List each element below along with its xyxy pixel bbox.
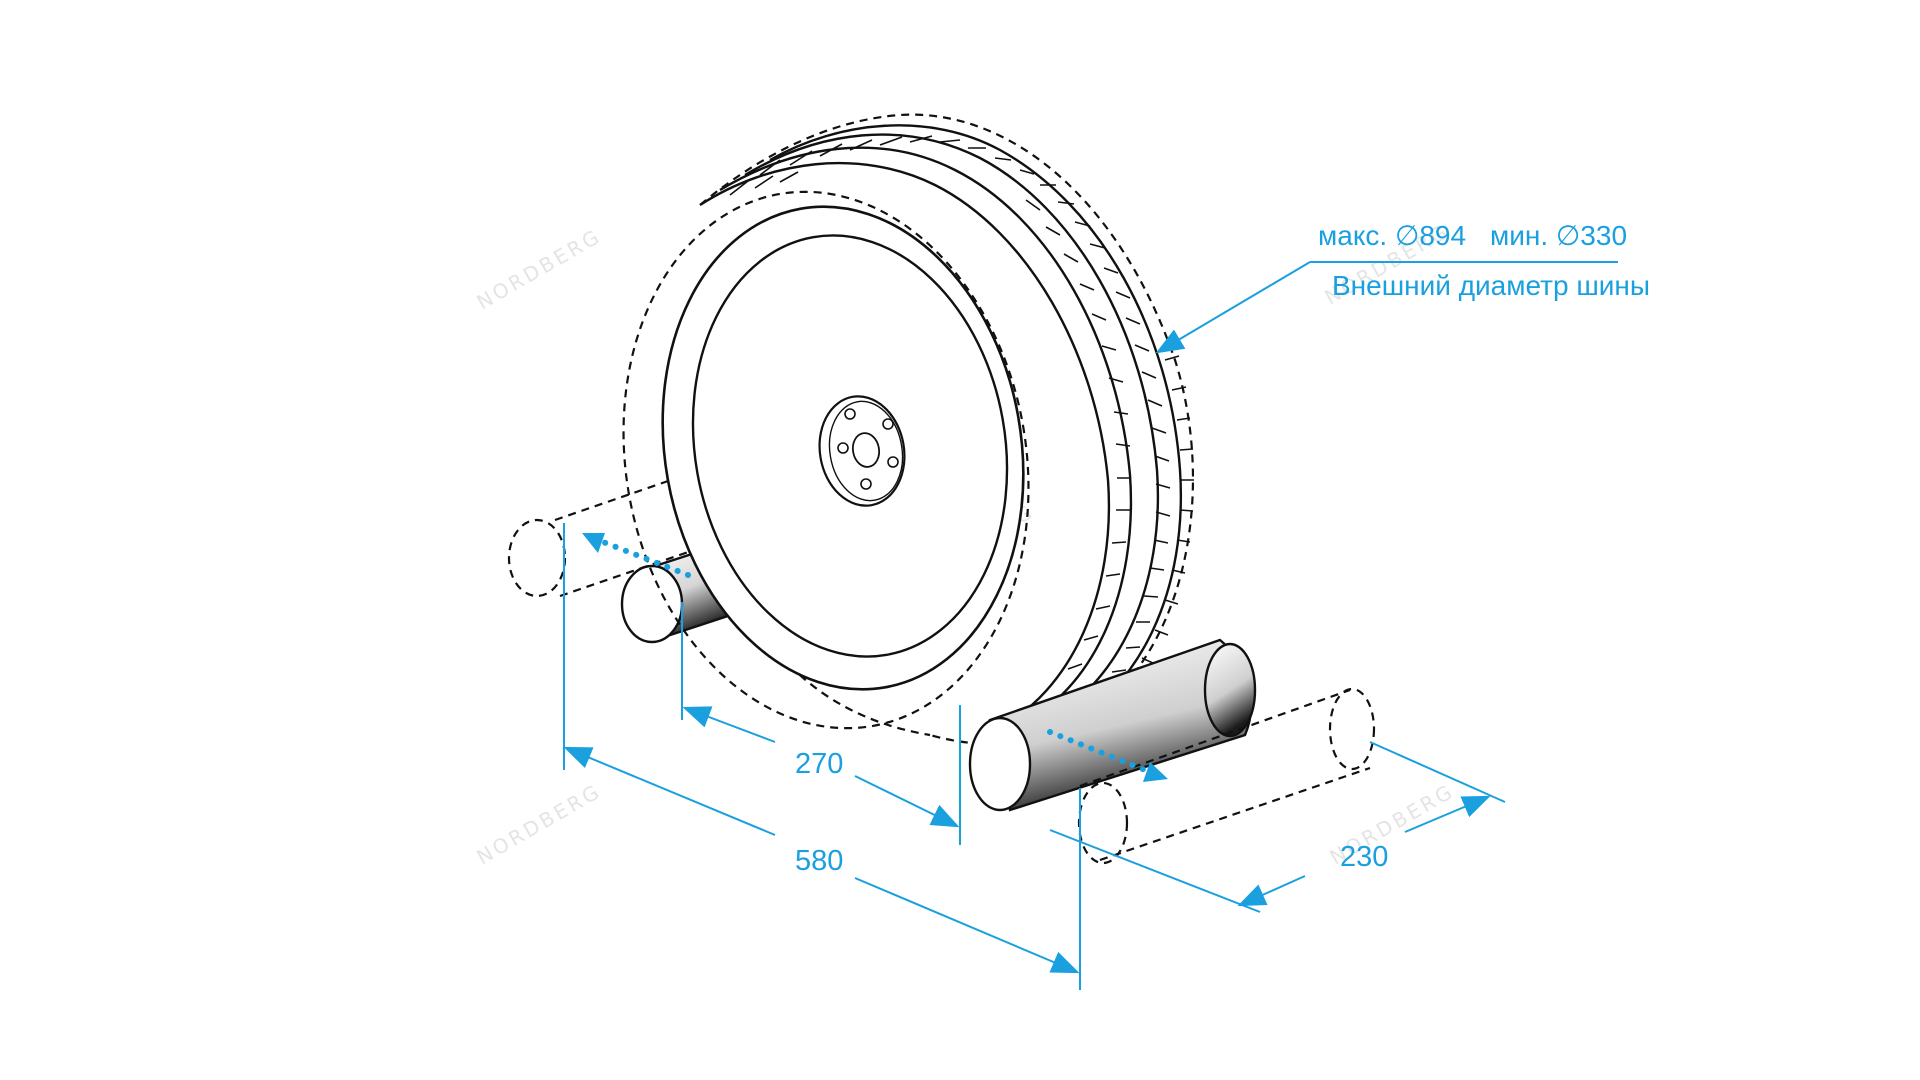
roller-motion-arrows xyxy=(582,533,1168,782)
dimension-label-230: 230 xyxy=(1340,841,1388,873)
watermark-text: NORDBERG xyxy=(473,224,606,315)
spec-caption: Внешний диаметр шины xyxy=(1332,270,1650,301)
tire xyxy=(622,113,1195,745)
dimension-lines xyxy=(563,261,1618,990)
dimension-label-270: 270 xyxy=(795,748,843,780)
wheel-hub xyxy=(818,395,906,507)
tread-pattern xyxy=(729,135,1194,673)
spec-max-diameter: макс. ∅894 xyxy=(1318,220,1466,251)
watermark-text: NORDBERG xyxy=(473,779,606,870)
spec-min-diameter: мин. ∅330 xyxy=(1490,220,1627,251)
right-roller xyxy=(968,638,1257,812)
dimension-label-580: 580 xyxy=(795,845,843,877)
